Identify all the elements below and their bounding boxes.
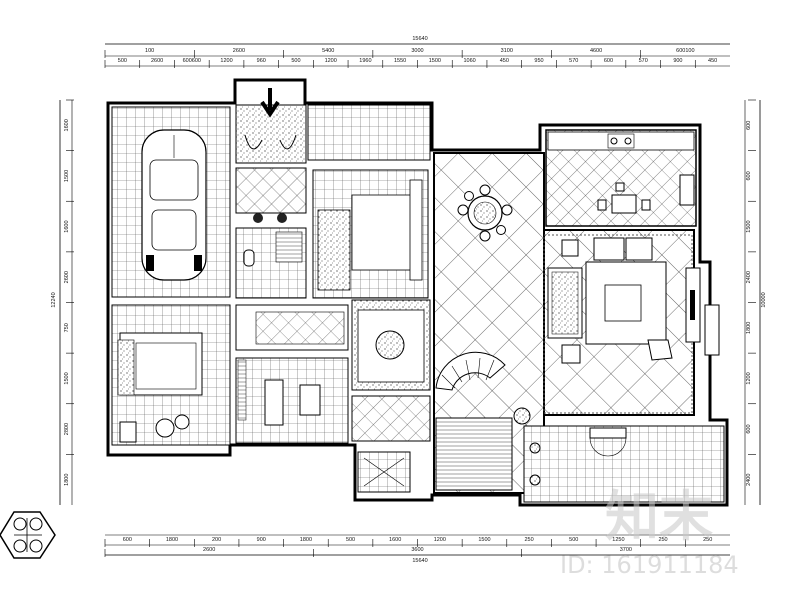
dimension-bottom-row1-label: 1250: [612, 537, 624, 543]
dimension-top-row2-label: 960: [257, 58, 266, 64]
feature-courtyard: [351, 299, 431, 493]
dimension-bottom-row1-label: 250: [703, 537, 712, 543]
dimension-top-row2-label: 570: [639, 58, 648, 64]
dimension-top-row1-label: 3100: [501, 48, 513, 54]
dimension-top-total: 15640: [412, 36, 427, 42]
dimension-bottom: 15640 600 1800 200 900 1800 500 1600 1200 1500 25…: [104, 534, 730, 564]
dimension-left-label: 1500: [64, 170, 70, 182]
foyer: [235, 167, 307, 299]
dimension-right-label: 2400: [746, 474, 752, 486]
living-dining: [433, 152, 701, 494]
dimension-bottom-row1-label: 600: [123, 537, 132, 543]
dimension-top-row2-label: 1550: [394, 58, 406, 64]
dimension-bottom-row1-label: 200: [212, 537, 221, 543]
exterior-walls: [106, 78, 729, 507]
dimension-right-label: 1800: [746, 322, 752, 334]
dimension-top-row1-label: 4600: [590, 48, 602, 54]
dimension-right: 10000 600 600 1500 2400 1800 1200 600 2400: [744, 99, 767, 505]
dimension-top-row1-label: 100: [145, 48, 154, 54]
study: [235, 304, 349, 444]
dimension-top-row1-label: 5400: [322, 48, 334, 54]
dimension-left-label: 1800: [64, 474, 70, 486]
kitchen: [545, 129, 697, 227]
spiral-staircase-icon: [435, 351, 531, 491]
compass-icon: [0, 511, 56, 559]
lounge: [312, 169, 429, 299]
dimension-bottom-row2-label: 2600: [203, 547, 215, 553]
watermark: 知末 ID: 161911184: [560, 485, 739, 579]
dimension-left-label: 1600: [64, 220, 70, 232]
bedroom: [111, 304, 231, 446]
dimension-right-label: 1200: [746, 372, 752, 384]
dimension-top-row2-label: 600600: [183, 58, 201, 64]
dimension-top-row2-label: 570: [569, 58, 578, 64]
dimension-left-label: 750: [64, 323, 70, 332]
dimension-bottom-row1-label: 1800: [300, 537, 312, 543]
dimension-top-row2-label: 500: [118, 58, 127, 64]
dimension-top-row2-label: 500: [291, 58, 300, 64]
dimension-right-label: 600: [746, 171, 752, 180]
dimension-top-row2-label: 900: [673, 58, 682, 64]
sofa-set-icon: [547, 237, 701, 364]
entry-porch: [235, 88, 431, 164]
dimension-left: 12240 1600 1500 1600 2600 750 1500 2800 1800: [51, 99, 74, 505]
dimension-left-label: 1500: [64, 372, 70, 384]
dimension-bottom-row1-label: 250: [525, 537, 534, 543]
dimension-left-total: 12240: [51, 292, 57, 307]
dimension-top-row1-label: 2600: [233, 48, 245, 54]
dimension-bottom-row2-label: 3600: [411, 547, 423, 553]
car-icon: [141, 129, 207, 281]
dimension-top-row2-label: 950: [534, 58, 543, 64]
dimension-top: 15640 100 2600 5400 3000 3100 4600 600100 500 2…: [104, 36, 730, 68]
dimension-left-label: 1600: [64, 119, 70, 131]
dimension-right-label: 1500: [746, 220, 752, 232]
dimension-bottom-total: 15640: [412, 558, 427, 564]
dimension-bottom-row1-label: 1800: [166, 537, 178, 543]
dimension-bottom-row1-label: 250: [658, 537, 667, 543]
dimension-top-row2-label: 600: [604, 58, 613, 64]
dimension-top-row2-label: 1060: [463, 58, 475, 64]
dimension-left-label: 2600: [64, 271, 70, 283]
dimension-bottom-row1-label: 500: [346, 537, 355, 543]
dimension-top-row2-label: 450: [500, 58, 509, 64]
dimension-right-total: 10000: [761, 292, 767, 307]
dimension-right-label: 600: [746, 424, 752, 433]
dimension-bottom-row1-label: 900: [257, 537, 266, 543]
dimension-top-row2-label: 1200: [325, 58, 337, 64]
dimension-left-label: 2800: [64, 423, 70, 435]
watermark-brand: 知末: [605, 485, 713, 548]
dimension-bottom-row1-label: 500: [569, 537, 578, 543]
dimension-right-label: 600: [746, 121, 752, 130]
watermark-id: ID: 161911184: [560, 551, 739, 579]
dining-table-icon: [457, 184, 513, 242]
garage: [111, 106, 231, 298]
dimension-top-row1-label: 600100: [676, 48, 694, 54]
dimension-bottom-row1-label: 1600: [389, 537, 401, 543]
dimension-top-row2-label: 1960: [359, 58, 371, 64]
terrace: [523, 304, 725, 503]
dimension-top-row2-label: 1500: [429, 58, 441, 64]
dimension-bottom-row2-label: 3700: [620, 547, 632, 553]
dimension-top-row2-label: 1200: [220, 58, 232, 64]
dimension-top-row2-label: 2600: [151, 58, 163, 64]
dimension-right-label: 2400: [746, 271, 752, 283]
dimension-top-row1-label: 3000: [411, 48, 423, 54]
dimension-bottom-row1-label: 1200: [434, 537, 446, 543]
dimension-top-row2-label: 450: [708, 58, 717, 64]
dimension-bottom-row1-label: 1500: [478, 537, 490, 543]
